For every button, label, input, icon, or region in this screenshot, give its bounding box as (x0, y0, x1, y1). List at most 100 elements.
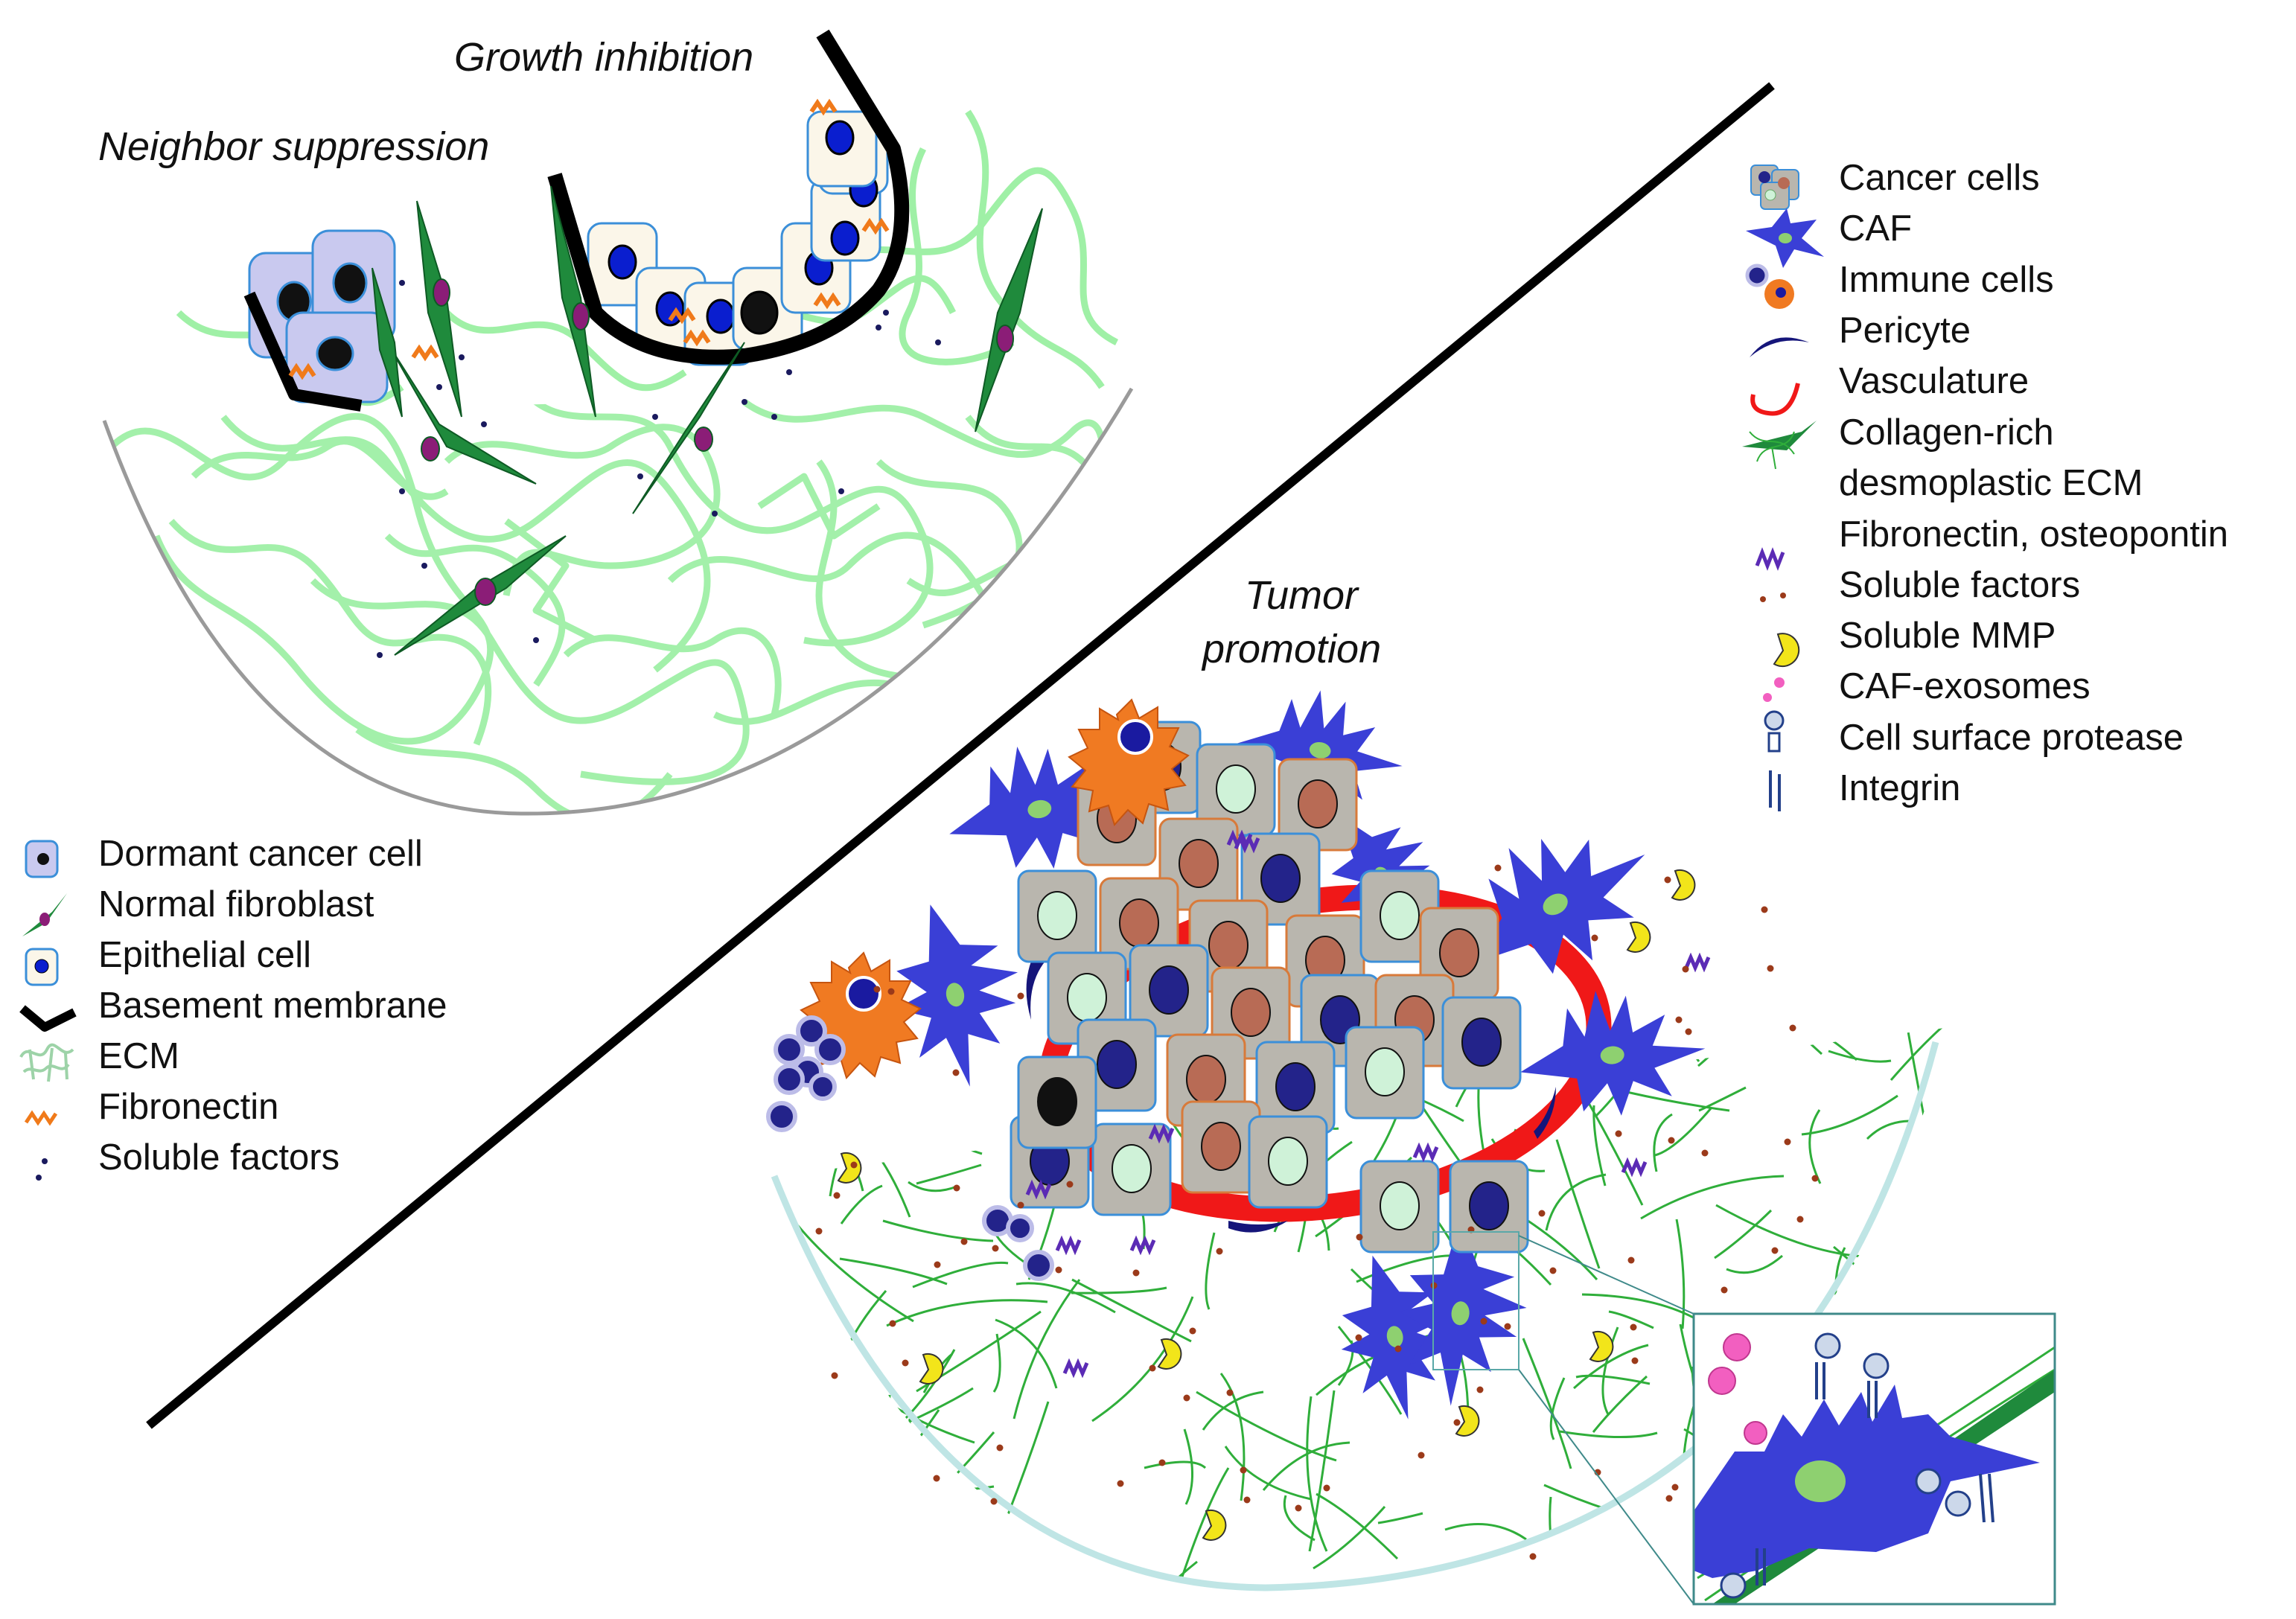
basement-membrane-icon (19, 1005, 77, 1032)
soluble-factor (1675, 1016, 1683, 1024)
collagen-fiber (1801, 1094, 1898, 1136)
caf-cell (1520, 991, 1706, 1116)
collagen-fiber (1697, 1027, 1753, 1067)
left-legend-label: Epithelial cell (98, 935, 311, 975)
caf-cell (896, 904, 1018, 1087)
collagen-fiber (908, 1181, 957, 1192)
collagen-fiber (882, 1219, 994, 1242)
collagen-fiber (912, 1261, 1009, 1289)
collagen-fiber (1734, 1027, 1857, 1061)
caf-nucleus (1027, 799, 1052, 819)
fibronectin-strand (1412, 1142, 1439, 1163)
left-legend-label: Fibronectin (98, 1087, 278, 1127)
collagen-fiber (928, 718, 934, 866)
collagen-fiber (854, 1126, 911, 1218)
soluble-factor (1323, 1484, 1330, 1492)
collagen-fiber (1820, 821, 1852, 942)
tumor-immune-cells (766, 698, 1190, 1281)
collagen-fiber (1316, 1492, 1399, 1560)
soluble-factor (1761, 906, 1768, 913)
fibronectin-strand (1621, 1157, 1648, 1178)
normal-tissue-panel: Neighbor suppression Growth inhibition (98, 29, 1134, 816)
basement-membrane-neighbor (243, 291, 363, 412)
pericyte-icon (1750, 337, 1809, 357)
fibronectin-strand (1055, 1235, 1082, 1256)
tumor-soluble-mmps (837, 869, 1696, 1541)
collagen-fiber (886, 1299, 1048, 1327)
mmp (1589, 1330, 1614, 1362)
caf-cell (1399, 1219, 1527, 1406)
vasculature-icon (1750, 383, 1800, 416)
normal-tissue-bowl (102, 387, 1134, 816)
immune-cell-orange (1068, 698, 1190, 826)
collagen-fiber (1575, 1374, 1651, 1385)
soluble-factor (815, 1227, 823, 1235)
inset-caf (1694, 1385, 2040, 1578)
collagen-fiber (1444, 1522, 1527, 1541)
collagen-fiber (1808, 1109, 1822, 1184)
soluble-factor (1771, 1247, 1779, 1254)
collagen-fiber (1714, 1027, 1823, 1056)
soluble-factor (1149, 1364, 1156, 1372)
soluble-factor (1682, 965, 1689, 973)
soluble-mmp-icon (1773, 633, 1800, 668)
immune-cells-icon (1745, 264, 1794, 309)
collagen-fiber (774, 1412, 785, 1454)
right-legend-label: Immune cells (1839, 260, 2054, 300)
soluble-factor (831, 1372, 838, 1379)
soluble-factor (933, 1475, 940, 1482)
soluble-factor (1066, 1181, 1074, 1188)
fibronectin-strand (1062, 1358, 1089, 1379)
fibronectin-icon (24, 1110, 58, 1126)
collagen-fiber (867, 1538, 880, 1590)
right-legend-label: Vasculature (1839, 361, 2029, 401)
cancer-cell (1359, 1160, 1440, 1254)
collagen-fiber (829, 878, 927, 904)
epithelial-cell-icon (25, 948, 59, 986)
soluble-factor (1017, 1201, 1024, 1209)
soluble-factor (1664, 876, 1671, 884)
mmp (1671, 869, 1696, 901)
right-legend-label: Integrin (1839, 768, 1960, 808)
collagen-fiber (995, 1401, 1050, 1545)
right-legend-label: Collagen-rich (1839, 412, 2054, 453)
soluble-factor (1158, 1459, 1166, 1466)
collagen-fiber (1927, 1195, 1951, 1216)
normal-soluble-factors (377, 280, 941, 658)
right-legend-label: Soluble factors (1839, 565, 2080, 605)
collagen-fiber (1726, 1254, 1783, 1274)
right-legend-label: CAF-exosomes (1839, 666, 2091, 706)
collagen-fiber (1921, 986, 1954, 1020)
collagen-fiber (1715, 1204, 1863, 1258)
collagen-fiber (860, 1429, 917, 1519)
right-legend-label: CAF (1839, 208, 1912, 249)
soluble-factor (1549, 1267, 1557, 1274)
soluble-factor (1668, 1137, 1675, 1144)
soluble-factor (1132, 1269, 1140, 1277)
caf-nucleus (945, 983, 965, 1007)
collagen-fiber (1691, 896, 1761, 916)
collagen-fiber (818, 868, 924, 882)
soluble-factor (1055, 1266, 1062, 1274)
soluble-factor (873, 986, 881, 993)
collagen-fiber (1640, 1175, 1785, 1220)
collagen-fiber (1559, 1430, 1658, 1438)
soluble-factor (1226, 1389, 1234, 1396)
cancer-cell (1158, 817, 1239, 911)
soluble-factor (1476, 1386, 1484, 1393)
basement-membrane-growth (547, 29, 910, 365)
cancer-cell (1091, 1123, 1172, 1216)
cancer-cell (1017, 1056, 1097, 1149)
collagen-fiber (1859, 858, 1892, 933)
collagen-fiber (774, 1126, 836, 1163)
soluble-factors-icon (36, 1158, 48, 1181)
collagen-fiber (774, 1468, 803, 1590)
soluble-factor (996, 1444, 1004, 1452)
right-legend-label: Soluble MMP (1839, 616, 2056, 656)
collagen-fiber (1890, 1027, 1951, 1081)
caf-exosomes-icon (1763, 677, 1785, 702)
caf-nucleus (1309, 741, 1331, 759)
collagen-fiber (1563, 1570, 1611, 1585)
collagen-fiber (1773, 879, 1927, 909)
